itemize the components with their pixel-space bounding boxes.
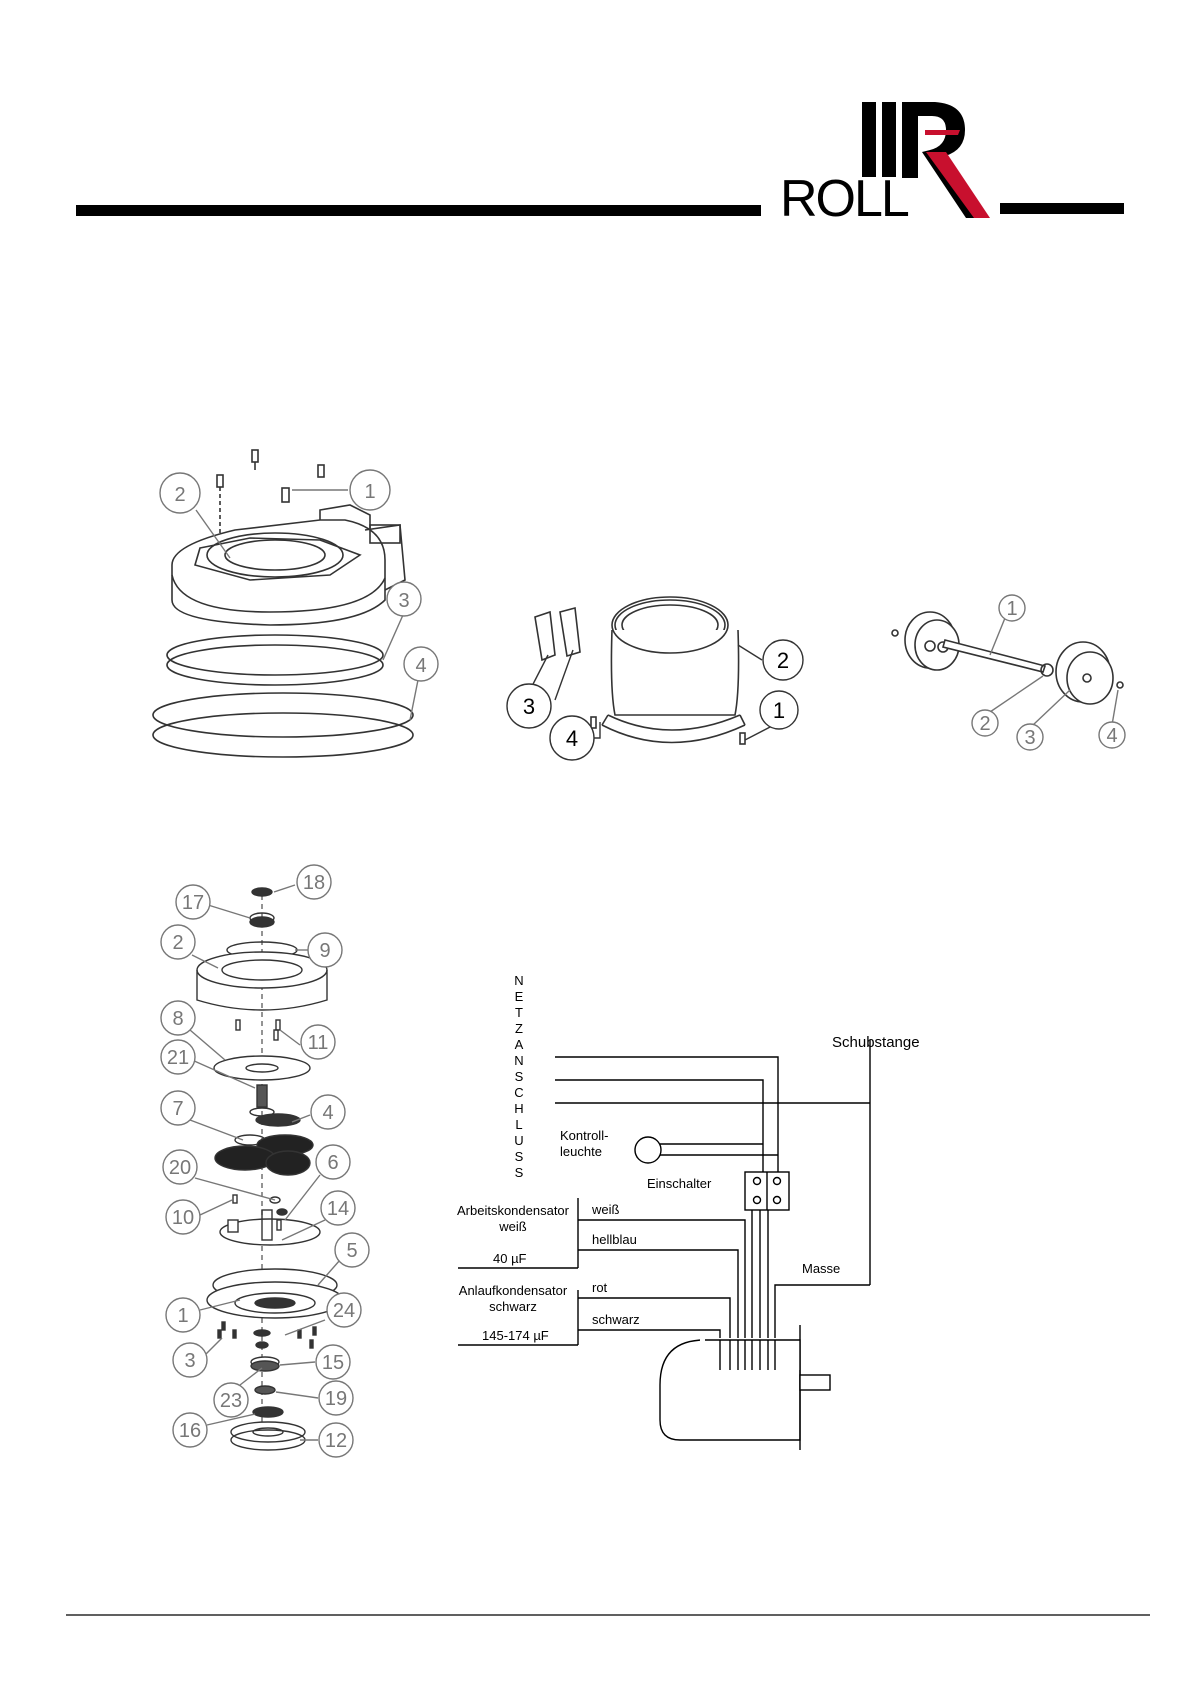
fig4-callout: 23: [220, 1390, 242, 1412]
schubstange-label: Schubstange: [832, 1034, 920, 1051]
fig3-callout: 4: [1106, 725, 1117, 747]
fig4-callout: 16: [179, 1420, 201, 1442]
wiring-diagram: N E T Z A N S C H L U S S: [457, 973, 920, 1450]
fig1-callout: 1: [364, 481, 375, 503]
mains-connection-label: N E T Z A N S C H L U S S: [514, 973, 523, 1180]
fig4-callout: 18: [303, 872, 325, 894]
fig2-motor-cap: [507, 597, 803, 760]
screw: [318, 465, 324, 477]
mains-letter: U: [514, 1133, 523, 1148]
fig2-callout: 4: [566, 726, 578, 751]
fig4-callout: 5: [346, 1240, 357, 1262]
wire-label-hellblau: hellblau: [592, 1232, 637, 1247]
mains-letter: S: [515, 1149, 524, 1164]
fig4-callout: 9: [319, 940, 330, 962]
fig2-callout: 3: [523, 694, 535, 719]
fig4-callout: 10: [172, 1207, 194, 1229]
fig4-callout: 12: [325, 1430, 347, 1452]
kontrollleuchte-label-2: leuchte: [560, 1144, 602, 1159]
fig4-callout: 8: [172, 1008, 183, 1030]
arbeitskondensator-value: 40 µF: [493, 1251, 527, 1266]
fig4-callout: 24: [333, 1300, 355, 1322]
masse-label: Masse: [802, 1261, 840, 1276]
screw: [252, 450, 258, 470]
arbeitskondensator-color: weiß: [498, 1219, 527, 1234]
fig3-callout: 1: [1006, 598, 1017, 620]
fig3-callout: 3: [1024, 727, 1035, 749]
fig1-callout: 4: [415, 655, 426, 677]
fig4-callout: 2: [172, 932, 183, 954]
anlaufkondensator-label: Anlaufkondensator: [459, 1283, 568, 1298]
fig4-callout: 20: [169, 1157, 191, 1179]
control-lamp: [635, 1137, 661, 1163]
mains-letter: S: [515, 1165, 524, 1180]
fig4-callout: 4: [322, 1102, 333, 1124]
fig2-callout: 1: [773, 698, 785, 723]
header-rule-right: [1000, 203, 1124, 214]
fig1-housing-exploded: [153, 450, 438, 757]
kontrollleuchte-label-1: Kontroll-: [560, 1128, 608, 1143]
einschalter-label: Einschalter: [647, 1176, 712, 1191]
fig4-callout: 11: [308, 1032, 329, 1054]
screw: [217, 475, 223, 540]
fig4-callout: 3: [184, 1350, 195, 1372]
wire: [555, 1057, 778, 1190]
mains-letter: S: [515, 1069, 524, 1084]
mains-letter: T: [515, 1005, 523, 1020]
mains-letter: C: [514, 1085, 523, 1100]
arbeitskondensator-label: Arbeitskondensator: [457, 1203, 570, 1218]
fig4-callout: 7: [172, 1098, 183, 1120]
mains-letter: N: [514, 1053, 523, 1068]
roll-logo: ROLL: [780, 102, 990, 228]
fig1-callout: 2: [174, 484, 185, 506]
logo-text: ROLL: [780, 170, 909, 228]
mains-letter: L: [515, 1117, 522, 1132]
wire-label-schwarz: schwarz: [592, 1312, 640, 1327]
anlaufkondensator-color: schwarz: [489, 1299, 537, 1314]
mains-letter: N: [514, 973, 523, 988]
fig4-callout: 6: [327, 1152, 338, 1174]
wire-label-weiss: weiß: [591, 1202, 620, 1217]
fig4-callout: 17: [182, 892, 204, 914]
mains-letter: H: [514, 1101, 523, 1116]
fig4-callout: 14: [327, 1198, 349, 1220]
mains-letter: E: [515, 989, 524, 1004]
screw: [282, 488, 289, 502]
fig4-callout: 19: [325, 1388, 347, 1410]
fig4-callout: 21: [167, 1047, 189, 1069]
fig3-callout: 2: [979, 713, 990, 735]
fig1-callout: 3: [398, 590, 409, 612]
anlaufkondensator-value: 145-174 µF: [482, 1328, 549, 1343]
header-rule-left: [76, 205, 761, 216]
fig2-callout: 2: [777, 648, 789, 673]
fig4-callout: 15: [322, 1352, 344, 1374]
fig4-callout: 1: [177, 1305, 188, 1327]
header: ROLL: [76, 102, 1124, 228]
mains-letter: A: [515, 1037, 524, 1052]
wire-label-rot: rot: [592, 1280, 608, 1295]
mains-letter: Z: [515, 1021, 523, 1036]
